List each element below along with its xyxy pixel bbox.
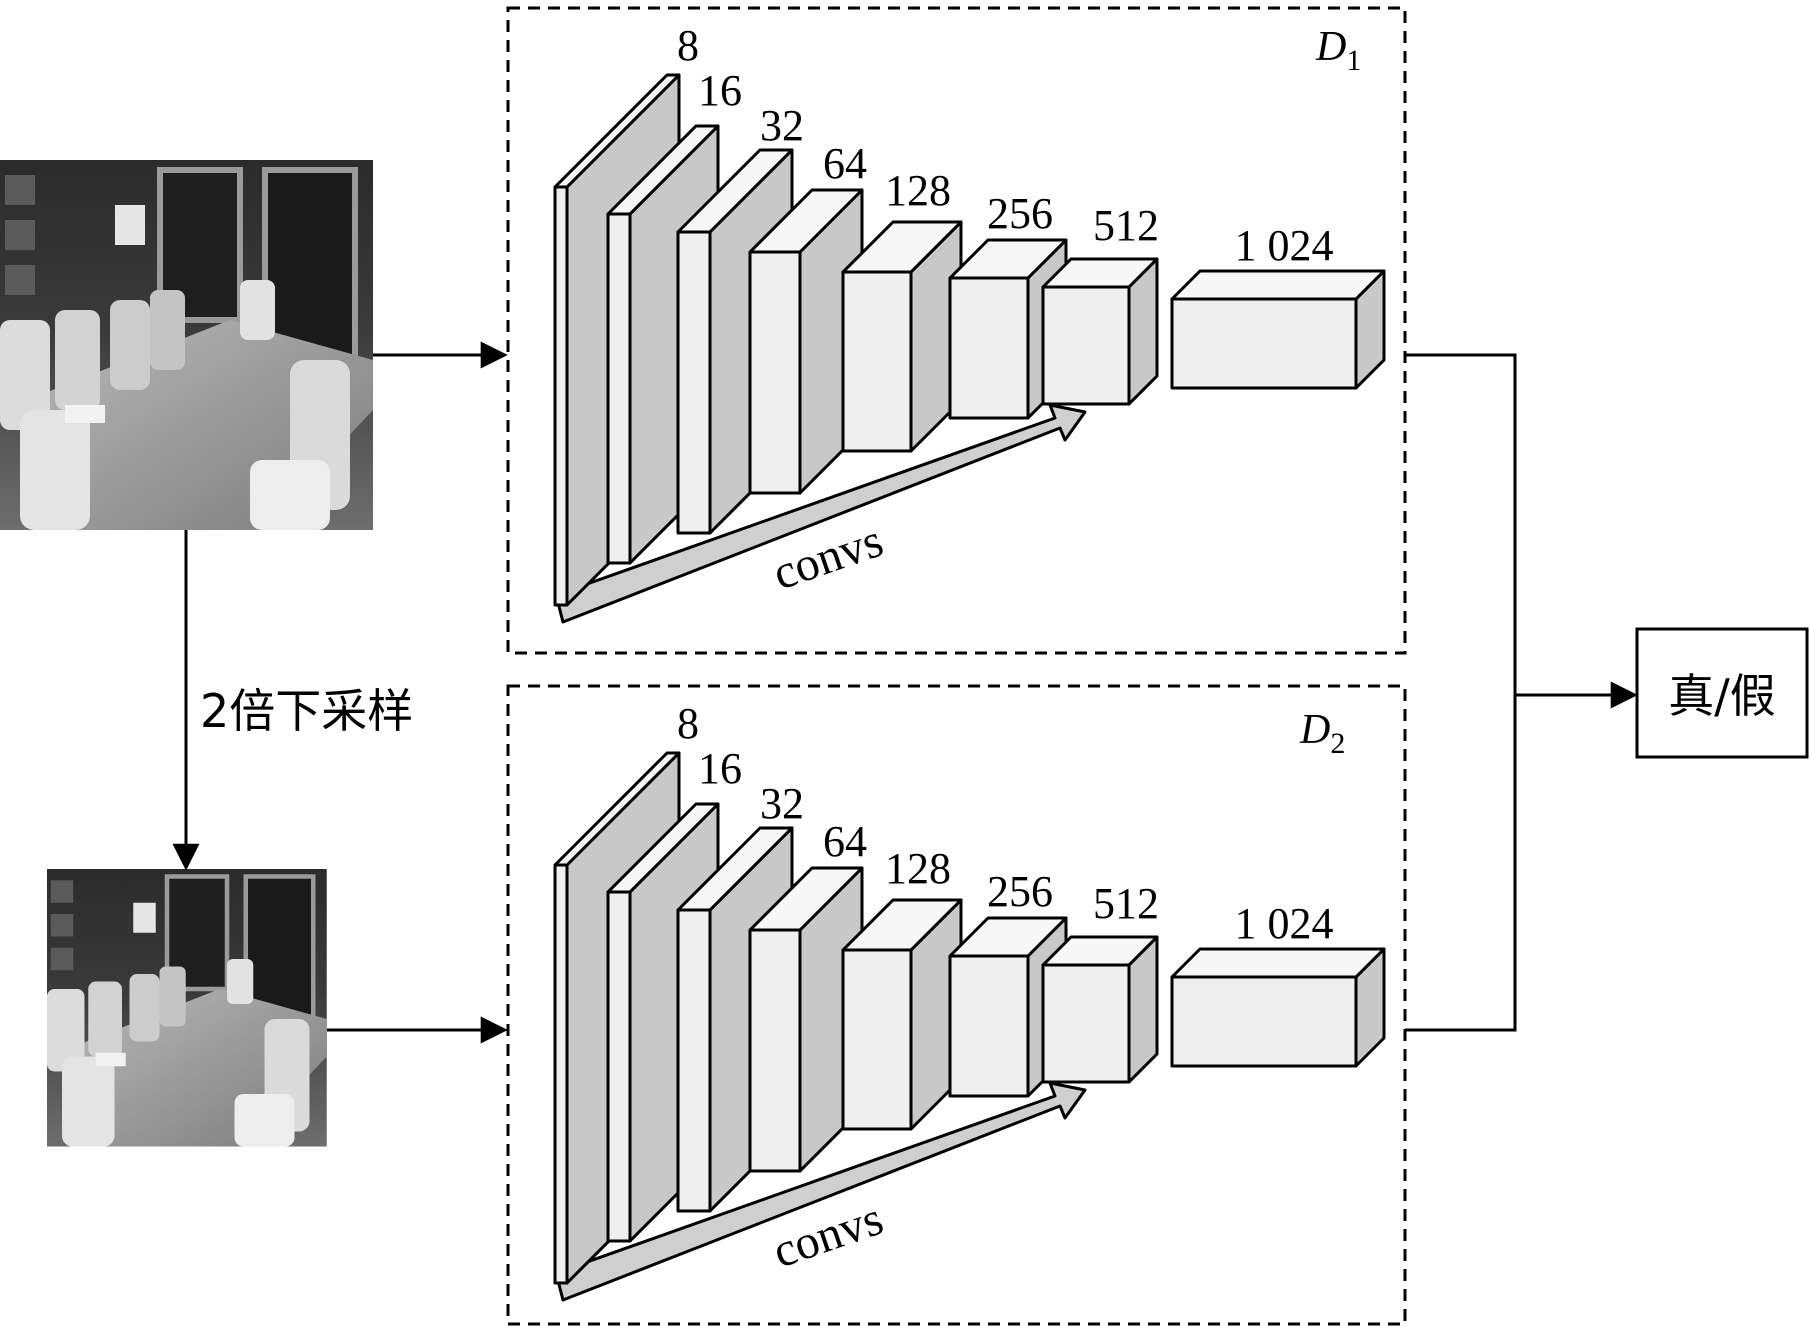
channel-count-label: 8	[677, 21, 699, 70]
convs-arrow	[554, 1081, 1087, 1302]
conv-block-front	[553, 185, 569, 607]
conv-block	[841, 220, 963, 453]
channel-count-label: 64	[823, 139, 867, 188]
conv-block-front	[1170, 297, 1358, 390]
conv-block	[841, 898, 963, 1131]
input-image-downsampled	[47, 869, 327, 1147]
merge-line-top	[1405, 353, 1517, 695]
conv-block-front	[748, 250, 802, 495]
conv-block-front	[553, 863, 569, 1285]
conv-block-front	[1041, 963, 1131, 1084]
convs-arrow	[554, 403, 1087, 624]
conv-block-top	[1170, 947, 1386, 979]
discriminator-frame	[506, 6, 1407, 655]
conv-block-front	[606, 890, 632, 1243]
channel-count-label: 512	[1093, 201, 1159, 250]
downsample-label: 2倍下采样	[200, 684, 413, 738]
channel-count-label: 32	[760, 779, 804, 828]
discriminator-label: D1	[1315, 24, 1361, 77]
conv-block-front	[948, 954, 1030, 1098]
output-label: 真/假	[1668, 669, 1776, 723]
channel-count-label: 128	[885, 166, 951, 215]
conv-block-front	[948, 276, 1030, 420]
discriminator-frame	[506, 684, 1407, 1326]
conv-block-front	[1041, 285, 1131, 406]
conv-block-front	[841, 270, 913, 453]
channel-count-label: 1 024	[1235, 899, 1334, 948]
conv-block-front	[606, 212, 632, 565]
conv-block	[1041, 935, 1159, 1084]
channel-count-label: 256	[987, 867, 1053, 916]
conv-block-top	[1170, 269, 1386, 301]
channel-count-label: 32	[760, 101, 804, 150]
conv-block-front	[676, 230, 712, 535]
conv-block-front	[748, 928, 802, 1173]
conv-block	[1170, 269, 1386, 390]
conv-block	[748, 188, 864, 495]
channel-count-label: 8	[677, 699, 699, 748]
channel-count-label: 256	[987, 189, 1053, 238]
conv-block	[1041, 257, 1159, 406]
channel-count-label: 128	[885, 844, 951, 893]
conv-block-front	[676, 908, 712, 1213]
channel-count-label: 16	[698, 744, 742, 793]
discriminator-label: D2	[1299, 707, 1345, 760]
conv-block-front	[841, 948, 913, 1131]
channel-count-label: 64	[823, 817, 867, 866]
output-box: 真/假	[1635, 627, 1809, 759]
conv-block	[1170, 947, 1386, 1068]
channel-count-label: 512	[1093, 879, 1159, 928]
channel-count-label: 16	[698, 66, 742, 115]
conv-block-front	[1170, 975, 1358, 1068]
channel-count-label: 1 024	[1235, 221, 1334, 270]
input-image-full	[0, 160, 373, 530]
merge-line-bottom	[1405, 695, 1517, 1032]
